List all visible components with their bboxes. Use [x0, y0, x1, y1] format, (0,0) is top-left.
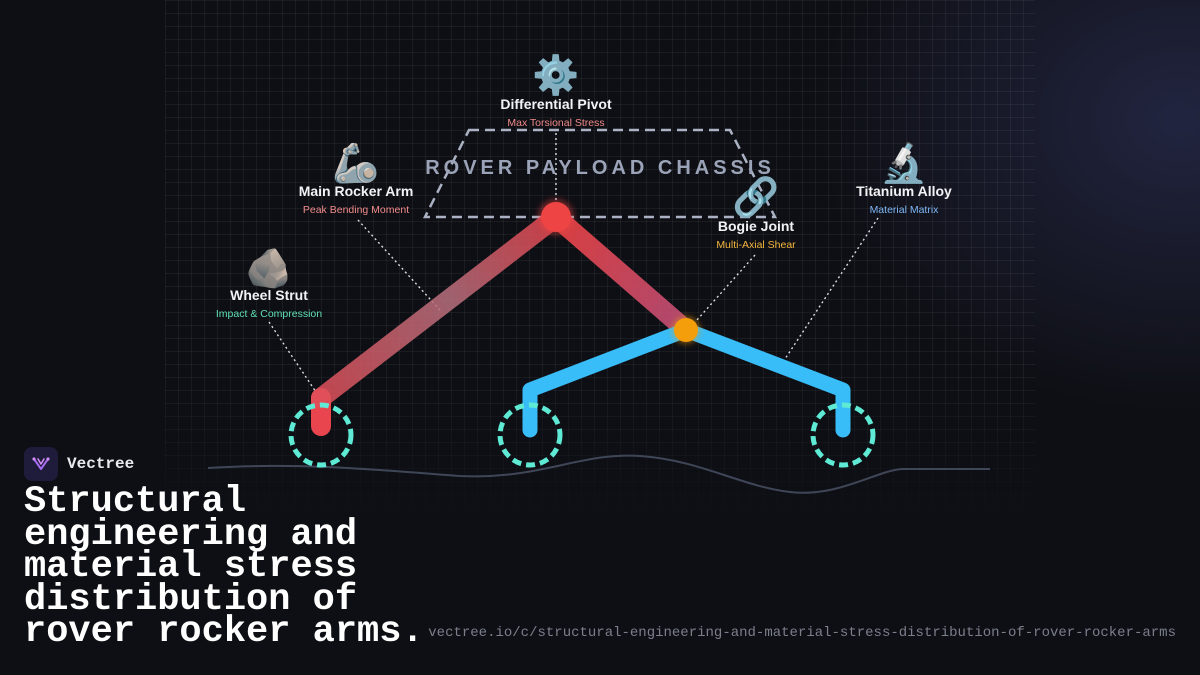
- link-icon: 🔗: [732, 174, 779, 220]
- vectree-logo-icon: [24, 447, 58, 481]
- leader-titanium-alloy: [782, 217, 879, 363]
- leader-main-rocker-arm: [357, 219, 441, 311]
- node-label-titanium-alloy: Titanium Alloy: [856, 183, 952, 199]
- wheel-middle: [497, 402, 563, 468]
- node-main-rocker-arm: 🦾 Main Rocker Arm Peak Bending Moment: [299, 141, 414, 216]
- differential-pivot-joint: [541, 202, 571, 232]
- node-sub-wheel-strut: Impact & Compression: [216, 308, 322, 320]
- page-title: Structural engineering and material stre…: [24, 481, 424, 653]
- gear-icon: ⚙️: [532, 53, 579, 97]
- chassis-label: ROVER PAYLOAD CHASSIS: [425, 157, 775, 179]
- node-label-differential-pivot: Differential Pivot: [500, 96, 612, 112]
- node-label-wheel-strut: Wheel Strut: [230, 287, 308, 303]
- leader-bogie-joint: [687, 254, 756, 331]
- node-sub-main-rocker-arm: Peak Bending Moment: [303, 204, 409, 216]
- wheel-left: [288, 402, 354, 468]
- microscope-icon: 🔬: [880, 140, 927, 185]
- node-differential-pivot: ⚙️ Differential Pivot Max Torsional Stre…: [500, 53, 612, 129]
- brand-name: Vectree: [67, 455, 135, 473]
- brand: Vectree: [24, 447, 134, 481]
- node-label-bogie-joint: Bogie Joint: [718, 218, 795, 234]
- page-url[interactable]: vectree.io/c/structural-engineering-and-…: [428, 625, 1176, 641]
- node-sub-bogie-joint: Multi-Axial Shear: [716, 239, 796, 251]
- leader-lines: [268, 133, 879, 399]
- wheel-right: [810, 402, 876, 468]
- bogie-arm: [522, 322, 851, 438]
- flexed-arm-icon: 🦾: [332, 141, 379, 185]
- node-bogie-joint: 🔗 Bogie Joint Multi-Axial Shear: [716, 174, 796, 251]
- bogie-joint-node: [674, 318, 698, 342]
- rocker-arm: [311, 207, 696, 436]
- node-label-main-rocker-arm: Main Rocker Arm: [299, 183, 414, 199]
- rock-icon: 🪨: [245, 246, 292, 290]
- node-wheel-strut: 🪨 Wheel Strut Impact & Compression: [216, 246, 322, 320]
- node-titanium-alloy: 🔬 Titanium Alloy Material Matrix: [856, 140, 952, 216]
- node-sub-differential-pivot: Max Torsional Stress: [507, 117, 604, 129]
- node-sub-titanium-alloy: Material Matrix: [870, 204, 940, 216]
- leader-wheel-strut: [268, 321, 321, 399]
- chassis-outline: [422, 128, 778, 219]
- terrain-line: [207, 454, 990, 494]
